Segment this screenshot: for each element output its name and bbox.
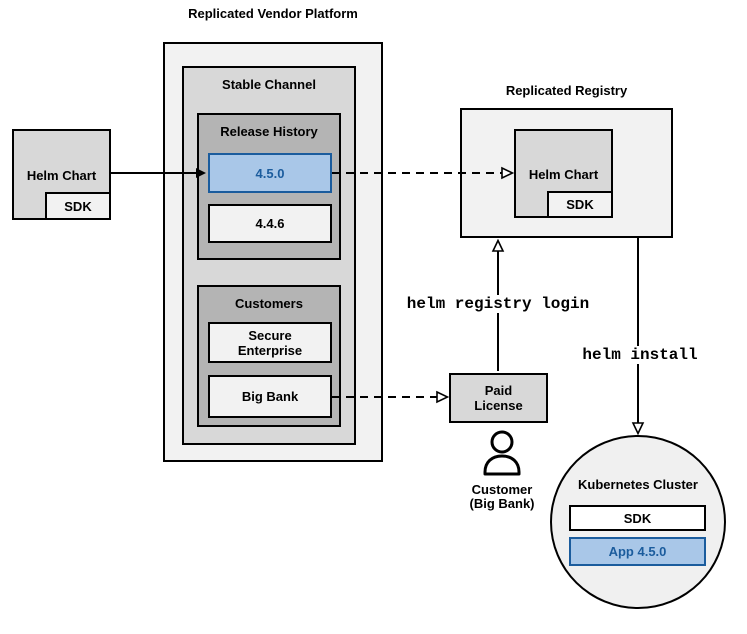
registry-title: Replicated Registry xyxy=(505,83,628,98)
sdk-label: SDK xyxy=(566,197,594,212)
registry-box: Helm Chart SDK xyxy=(460,108,673,238)
paid-license-label: Paid License xyxy=(474,383,523,413)
helm-chart-source-sdk-badge: SDK xyxy=(45,192,111,220)
release-446-version: 4.4.6 xyxy=(255,216,285,231)
k8s-app-label: App 4.5.0 xyxy=(608,544,667,559)
edge-label-helm-install: helm install xyxy=(578,346,702,364)
release-item-446: 4.4.6 xyxy=(208,204,332,243)
sdk-label: SDK xyxy=(64,198,92,214)
stable-channel-label: Stable Channel xyxy=(222,77,316,92)
customer-caption-line2: (Big Bank) xyxy=(469,496,535,511)
edge-label-registry-login: helm registry login xyxy=(398,295,598,313)
helm-chart-source-label: Helm Chart xyxy=(26,168,97,183)
secure-enterprise-label: Secure Enterprise xyxy=(237,327,303,358)
release-450-version: 4.5.0 xyxy=(255,165,285,181)
customers-box: Customers Secure Enterprise Big Bank xyxy=(197,285,341,427)
customers-label: Customers xyxy=(235,296,303,311)
customer-caption-line1: Customer xyxy=(471,482,533,497)
sdk-label: SDK xyxy=(623,510,652,526)
registry-helm-chart-label: Helm Chart xyxy=(528,167,599,182)
paid-license-box: Paid License xyxy=(449,373,548,423)
release-history-box: Release History 4.5.0 4.4.6 xyxy=(197,113,341,260)
big-bank-label: Big Bank xyxy=(241,389,299,404)
k8s-sdk-box: SDK xyxy=(569,505,706,531)
kubernetes-cluster-circle: Kubernetes Cluster SDK App 4.5.0 xyxy=(550,435,726,609)
registry-helm-chart-box: Helm Chart SDK xyxy=(514,129,613,218)
kubernetes-cluster-title: Kubernetes Cluster xyxy=(578,477,698,492)
customer-caption: Customer (Big Bank) xyxy=(446,483,558,511)
vendor-platform-title: Replicated Vendor Platform xyxy=(188,6,358,21)
customer-item-big-bank: Big Bank xyxy=(208,375,332,418)
helm-chart-source-box: Helm Chart SDK xyxy=(12,129,111,220)
registry-sdk-badge: SDK xyxy=(547,191,613,218)
person-icon xyxy=(483,430,521,476)
release-history-label: Release History xyxy=(220,124,318,139)
customer-item-secure-enterprise: Secure Enterprise xyxy=(208,322,332,363)
k8s-app-box: App 4.5.0 xyxy=(569,537,706,566)
release-item-450: 4.5.0 xyxy=(208,153,332,193)
